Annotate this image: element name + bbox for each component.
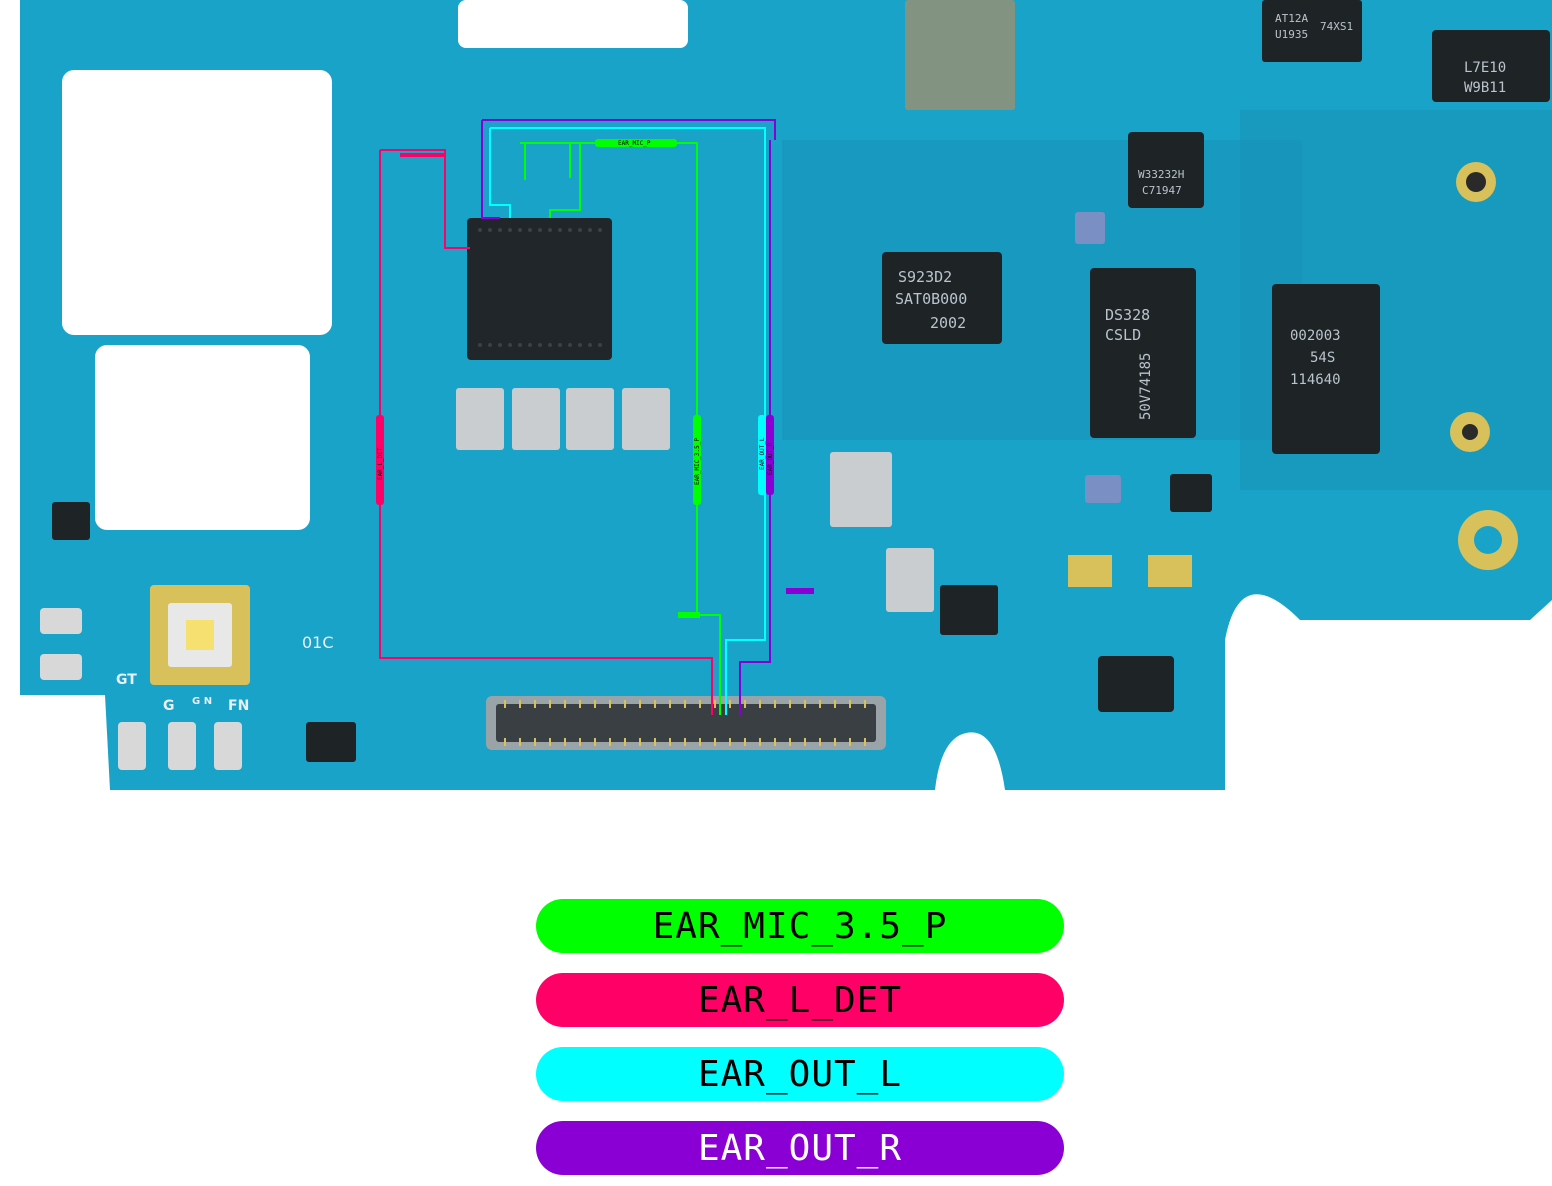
chip-label-w9b11: W9B11: [1464, 80, 1506, 96]
bga-chip: [467, 218, 612, 360]
net-label-out-r: EAR_OUT_R: [767, 442, 774, 475]
legend-ear-l-det: EAR_L_DET: [536, 973, 1064, 1027]
chip-label-w332: W33232H: [1138, 168, 1184, 181]
chip-w332: [1128, 132, 1204, 208]
chip-label-002003: 002003: [1290, 328, 1341, 344]
net-label-mic-top: EAR_MIC_P: [618, 140, 651, 147]
chip-l7e10: [1432, 30, 1550, 102]
chip-label-2002: 2002: [930, 314, 966, 332]
net-label-mic-vertical: EAR_MIC_3.5_P: [694, 438, 701, 485]
trace-ear-l-det: [379, 149, 713, 715]
chip-label-c71947: C71947: [1142, 184, 1182, 197]
chip-label-l7e10: L7E10: [1464, 60, 1506, 76]
net-label-l-det: EAR_L_DET: [377, 447, 384, 480]
legend-ear-mic-3.5-p: EAR_MIC_3.5_P: [536, 899, 1064, 953]
chip-ds328: [1090, 268, 1196, 438]
legend-label-ear-mic: EAR_MIC_3.5_P: [652, 905, 948, 947]
legend-ear-out-r: EAR_OUT_R: [536, 1121, 1064, 1175]
chip-label-at12a: AT12A: [1275, 12, 1308, 25]
legend-label-ear-out-r: EAR_OUT_R: [697, 1127, 903, 1169]
trace-ear-out-r: [481, 119, 776, 715]
chip-label-54s: 54S: [1310, 350, 1335, 366]
board-cutout-lower-left: [95, 345, 310, 530]
net-label-out-l: EAR_OUT_L: [759, 437, 766, 470]
silk-label-gn: G N: [192, 696, 212, 707]
chip-label-50v: 50V74185: [1138, 353, 1154, 420]
silk-label-fn: FN: [228, 698, 249, 714]
silk-label-01c: 01C: [302, 633, 334, 652]
chip-label-74xs1: 74XS1: [1320, 20, 1353, 33]
legend-ear-out-l: EAR_OUT_L: [536, 1047, 1064, 1101]
chip-label-u1935: U1935: [1275, 28, 1308, 41]
legend-label-ear-l-det: EAR_L_DET: [697, 979, 903, 1021]
board-cutout-top: [458, 0, 688, 48]
trace-ear-out-l: [489, 127, 766, 715]
chip-114640: [1272, 284, 1380, 454]
silk-label-gt: GT: [116, 672, 137, 688]
chip-label-114640: 114640: [1290, 372, 1341, 388]
legend-label-ear-out-l: EAR_OUT_L: [697, 1053, 903, 1095]
board-cutout-left: [62, 70, 332, 335]
chip-at12a: [1262, 0, 1362, 62]
silk-label-g: G: [163, 698, 175, 714]
pcb-board-diagram: S923D2 SAT0B000 2002 DS328 CSLD 50V74185…: [20, 0, 1552, 790]
chip-label-ds328: DS328: [1105, 306, 1150, 324]
chip-label-csld: CSLD: [1105, 326, 1141, 344]
chip-label-sat: SAT0B000: [895, 290, 967, 308]
chip-label-s923: S923D2: [898, 268, 952, 286]
chip-s923: [882, 252, 1002, 344]
